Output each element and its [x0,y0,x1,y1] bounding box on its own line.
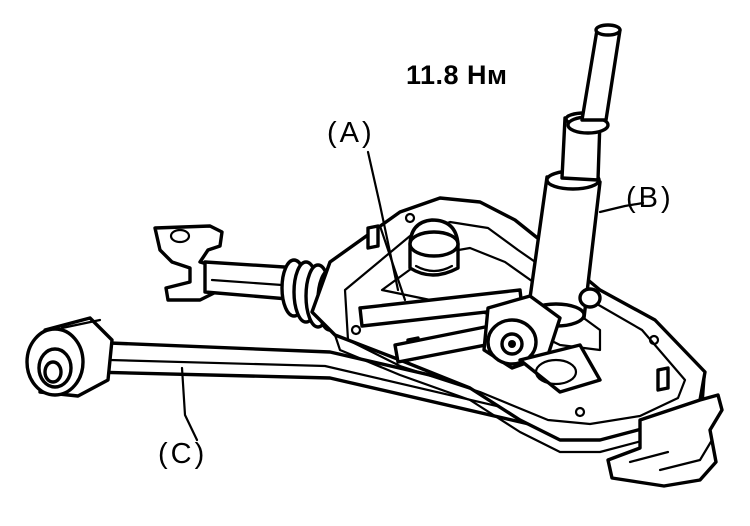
lever-pivot-joint [482,287,602,394]
callout-b-label: (B) [626,182,674,214]
leader-line-c [180,366,199,442]
rear-mount-bracket [606,393,724,488]
callout-a-label: (A) [327,117,375,149]
torque-spec-label: 11.8 Нм [406,60,508,90]
shift-lever-b [526,23,622,328]
leader-line-a [366,150,400,292]
pivot-dome [408,218,460,277]
callout-c-label: (C) [158,438,208,470]
leader-line-b [598,201,645,214]
